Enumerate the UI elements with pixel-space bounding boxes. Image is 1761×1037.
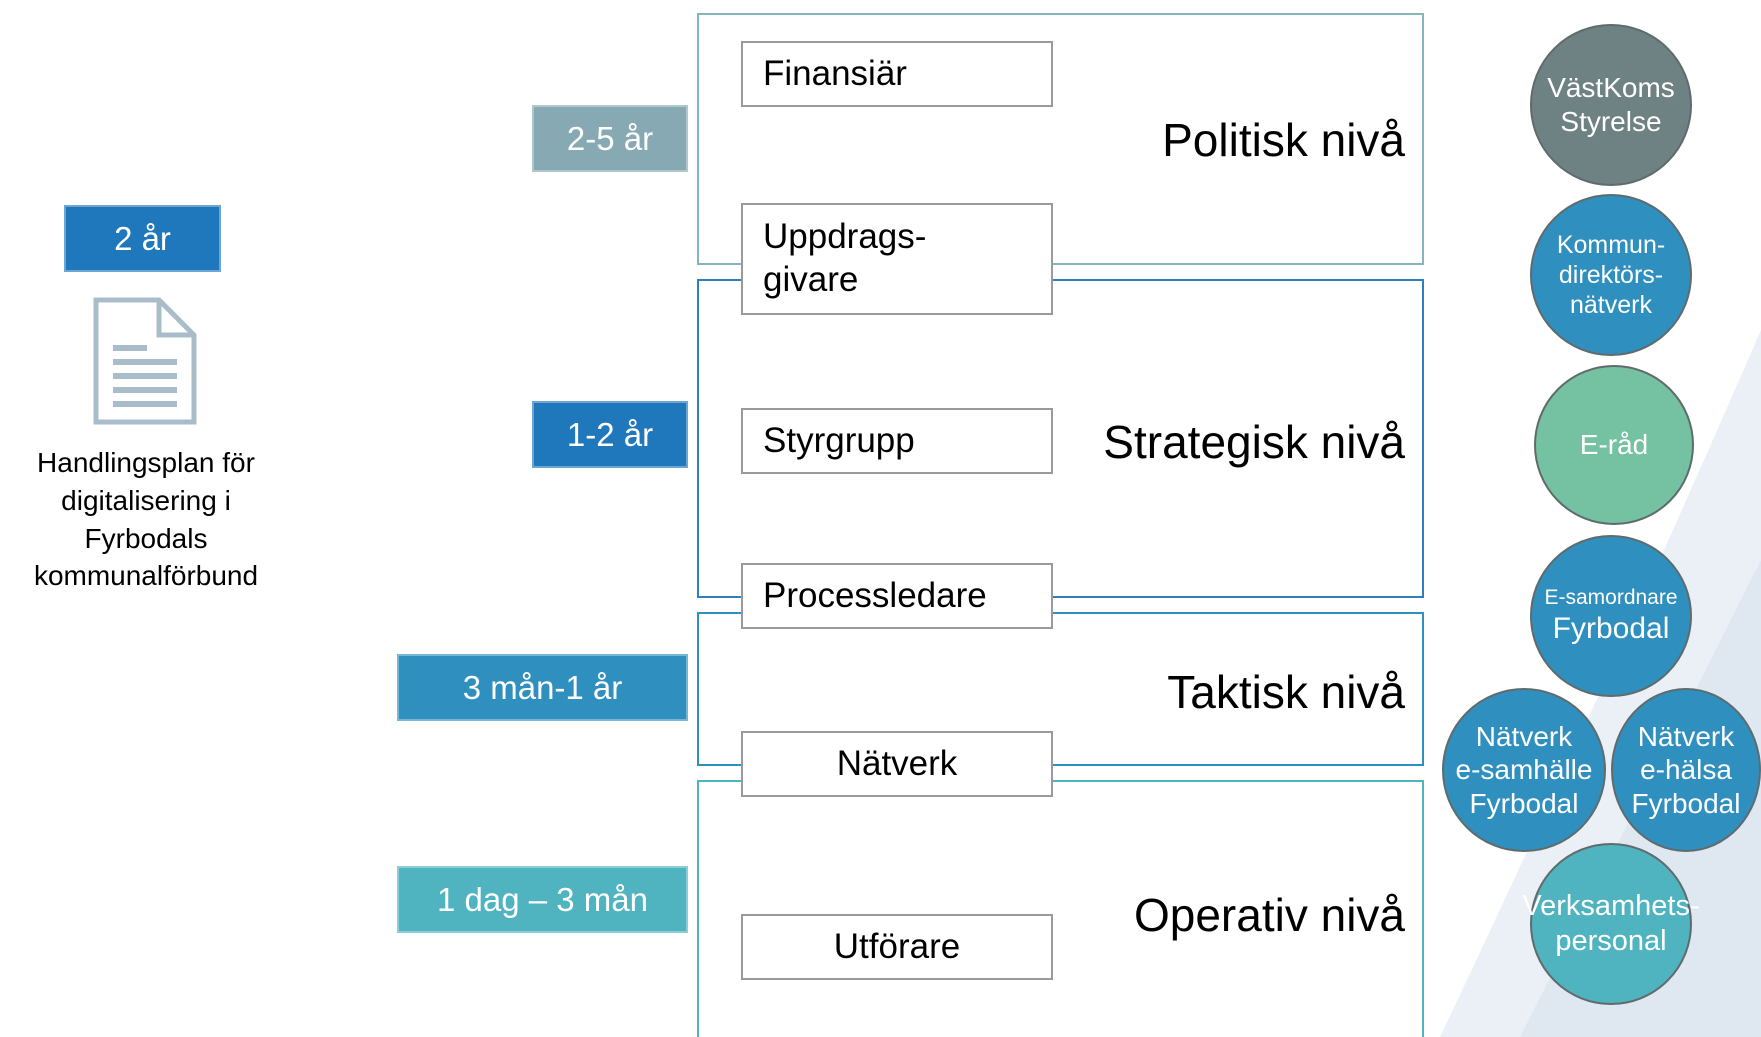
circle-verksamhetspersonal: Verksamhets- personal	[1522, 843, 1700, 1005]
circle-e-samordnare-line2: Fyrbodal	[1552, 611, 1670, 645]
timeframe-tag-politisk: 2-5 år	[532, 105, 688, 172]
timeframe-text: 3 mån-1 år	[462, 668, 623, 706]
plan-duration-tag: 2 år	[64, 205, 221, 272]
plan-duration-text: 2 år	[114, 219, 171, 257]
role-finansiar: Finansiär	[741, 41, 1053, 107]
circle-kommundirektorsnatverk: Kommun- direktörs- nätverk	[1530, 194, 1692, 356]
timeframe-tag-strategisk: 1-2 år	[532, 401, 688, 468]
level-box-politisk	[697, 13, 1424, 265]
circle-e-samordnare-line1: E-samordnare	[1544, 586, 1678, 610]
level-label-politisk: Politisk nivå	[1162, 114, 1405, 166]
role-styrgrupp: Styrgrupp	[741, 408, 1053, 474]
role-uppdragsgivare: Uppdrags- givare	[741, 203, 1053, 315]
level-box-operativ	[697, 780, 1424, 1037]
circle-e-samordnare: E-samordnare Fyrbodal	[1530, 535, 1692, 697]
circle-vastkoms-styrelse: VästKoms Styrelse	[1530, 24, 1692, 186]
level-box-taktisk	[697, 612, 1424, 766]
level-label-operativ: Operativ nivå	[1133, 889, 1405, 941]
level-box-strategisk	[697, 279, 1424, 598]
timeframe-text: 1-2 år	[566, 415, 654, 453]
document-icon	[93, 297, 197, 425]
timeframe-tag-taktisk: 3 mån-1 år	[397, 654, 688, 721]
plan-caption: Handlingsplan för digitalisering i Fyrbo…	[33, 447, 259, 592]
level-label-taktisk: Taktisk nivå	[1167, 666, 1405, 718]
circle-natverk-e-halsa: Nätverk e-hälsa Fyrbodal	[1611, 688, 1761, 852]
timeframe-tag-operativ: 1 dag – 3 mån	[397, 866, 688, 933]
circle-e-rad: E-råd	[1534, 365, 1694, 525]
role-utforare: Utförare	[741, 914, 1053, 980]
role-processledare: Processledare	[741, 563, 1053, 629]
level-label-strategisk: Strategisk nivå	[1103, 416, 1405, 468]
role-natverk: Nätverk	[741, 731, 1053, 797]
circle-natverk-e-samhalle: Nätverk e-samhälle Fyrbodal	[1442, 688, 1606, 852]
timeframe-text: 1 dag – 3 mån	[437, 880, 648, 918]
timeframe-text: 2-5 år	[566, 119, 654, 157]
